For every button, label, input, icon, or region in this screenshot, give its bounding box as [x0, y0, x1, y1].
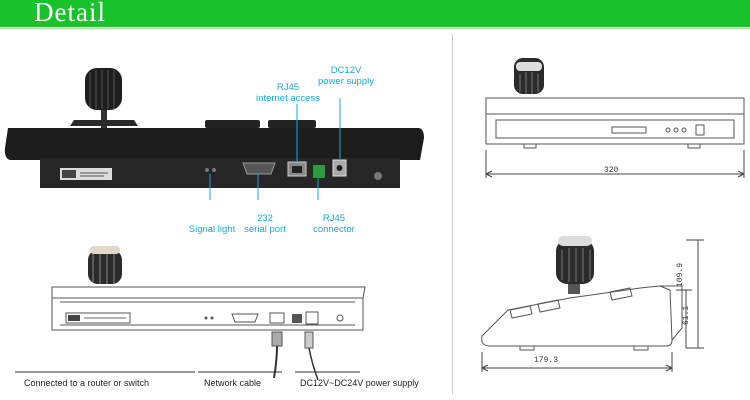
- page-title: Detail: [34, 0, 106, 27]
- dc12v-label: DC12V power supply: [318, 65, 374, 87]
- caption-network-cable: Network cable: [204, 378, 262, 388]
- dimension-height-total: 109.9: [676, 262, 685, 287]
- dimension-depth: 179.3: [534, 356, 559, 365]
- joystick-knob: [85, 68, 122, 110]
- wiring-diagram: [15, 246, 366, 381]
- wiring-rj45-port: [269, 312, 285, 324]
- keyboard-rear-photo: [4, 68, 424, 200]
- side-view-drawing: [481, 236, 704, 372]
- rj45-connector-terminal: [313, 165, 325, 178]
- dimension-width: 320: [604, 166, 619, 175]
- signal-light: [205, 168, 209, 172]
- serial-port-label: 232 serial port: [244, 213, 286, 235]
- header-banner: Detail: [0, 0, 750, 27]
- dimension-height-body: 61.1: [682, 305, 691, 325]
- signal-light-label: Signal light: [188, 224, 236, 235]
- front-view-drawing: [485, 58, 745, 178]
- section-divider: [452, 34, 453, 394]
- rj45-internet-label: RJ45 internet access: [256, 82, 320, 104]
- caption-power: DC12V~DC24V power supply: [300, 378, 419, 388]
- rj45-connector-label: RJ45 connector: [313, 213, 355, 235]
- caption-router: Connected to a router or switch: [24, 378, 150, 388]
- header-divider: [0, 28, 750, 29]
- network-plug: [271, 331, 283, 347]
- joystick-shaft: [101, 104, 107, 130]
- serial-port: [242, 162, 276, 175]
- power-plug: [304, 331, 314, 349]
